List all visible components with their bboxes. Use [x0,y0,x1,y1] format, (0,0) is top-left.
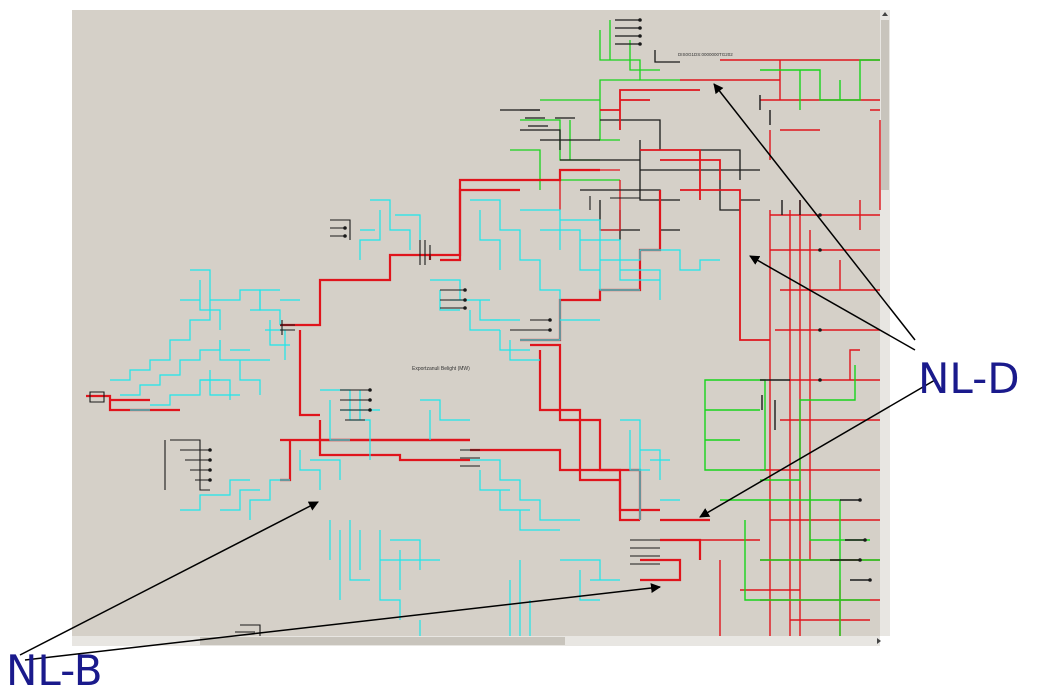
diagram-canvas [72,10,880,636]
header-code: DIS0G1DS:0000000TG202 [678,52,733,57]
callout-nl-b: NL-B [6,650,103,692]
callout-nl-d: NL-D [918,358,1020,400]
canvas-label: Exportzanuli Belight (MW) [412,366,470,372]
vertical-scrollbar[interactable] [880,10,890,636]
